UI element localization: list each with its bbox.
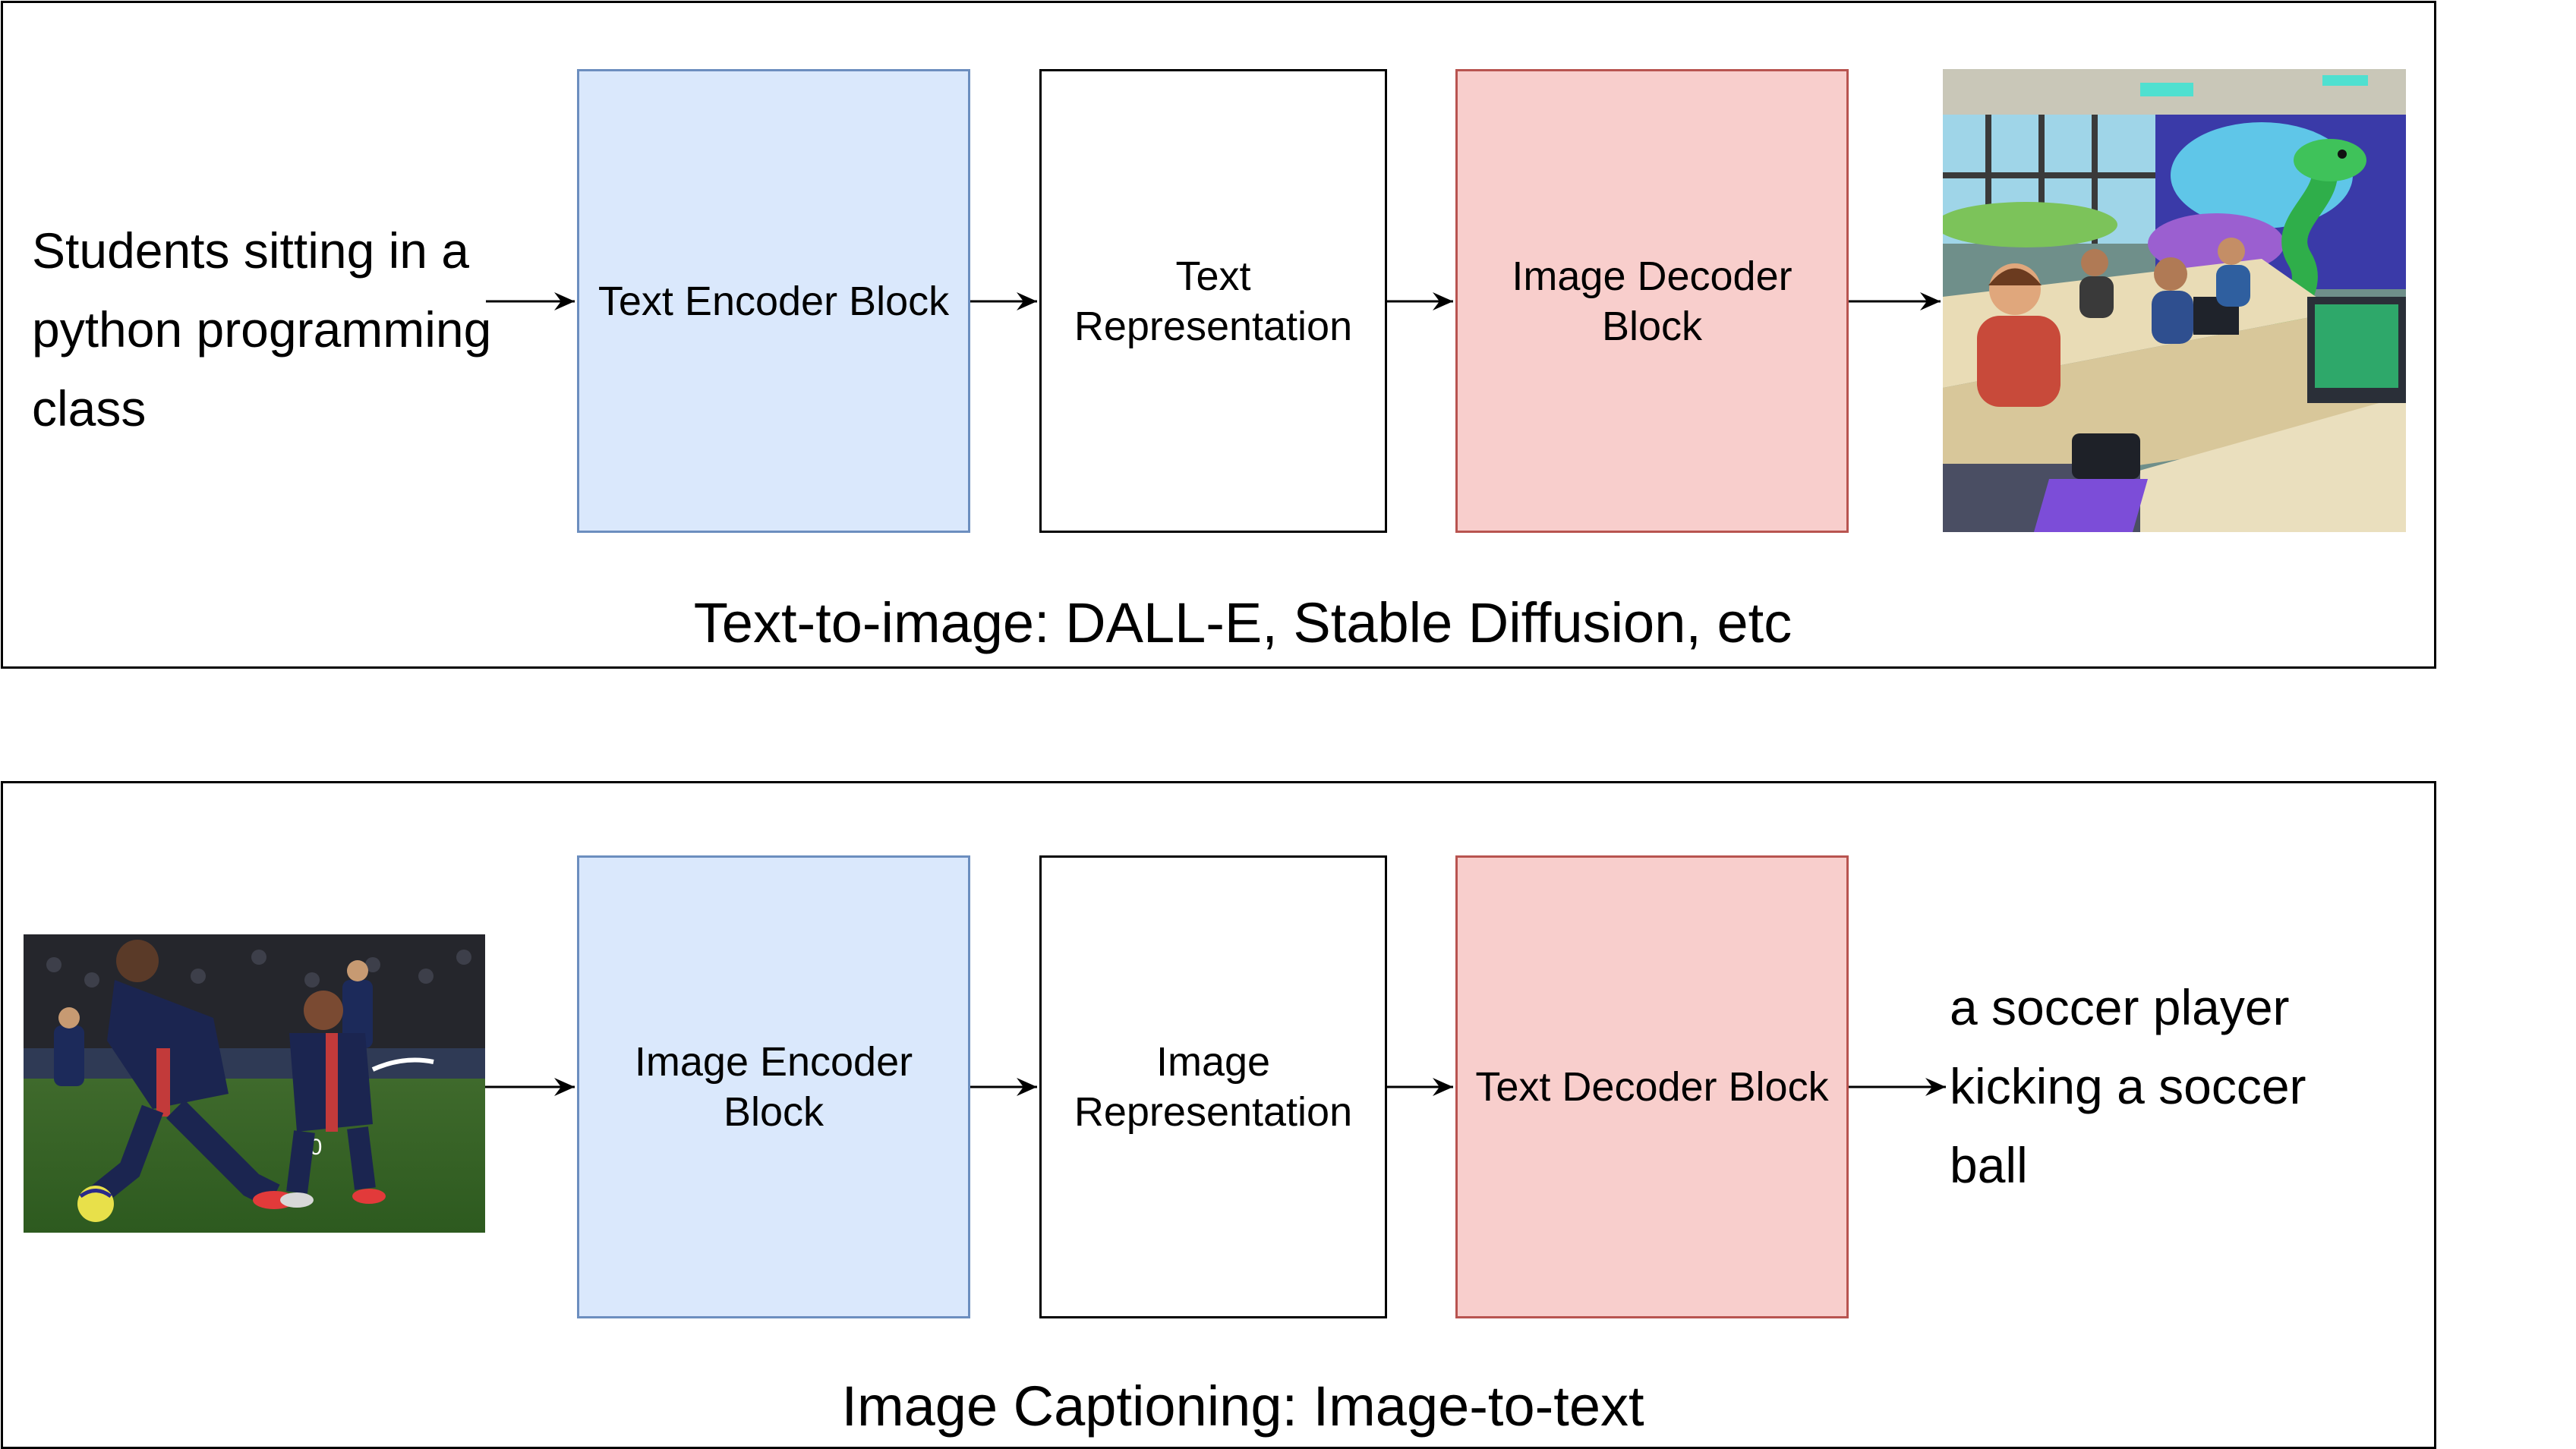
text-representation-block: Text Representation <box>1039 69 1387 533</box>
image-representation-block: Image Representation <box>1039 855 1387 1318</box>
image-encoder-block: Image Encoder Block <box>577 855 970 1318</box>
generated-classroom-image <box>1943 69 2406 532</box>
image-captioning-caption: Image Captioning: Image-to-text <box>841 1375 1644 1438</box>
input-prompt-text: Students sitting in a python programming… <box>32 222 492 436</box>
text-decoder-block: Text Decoder Block <box>1455 855 1849 1318</box>
output-caption-text: a soccer player kicking a soccer ball <box>1950 979 2306 1193</box>
text-to-image-caption: Text-to-image: DALL-E, Stable Diffusion,… <box>693 591 1792 654</box>
soccer-players-photo: 30 <box>24 934 485 1233</box>
text-encoder-block: Text Encoder Block <box>577 69 970 533</box>
image-decoder-block: Image Decoder Block <box>1455 69 1849 533</box>
